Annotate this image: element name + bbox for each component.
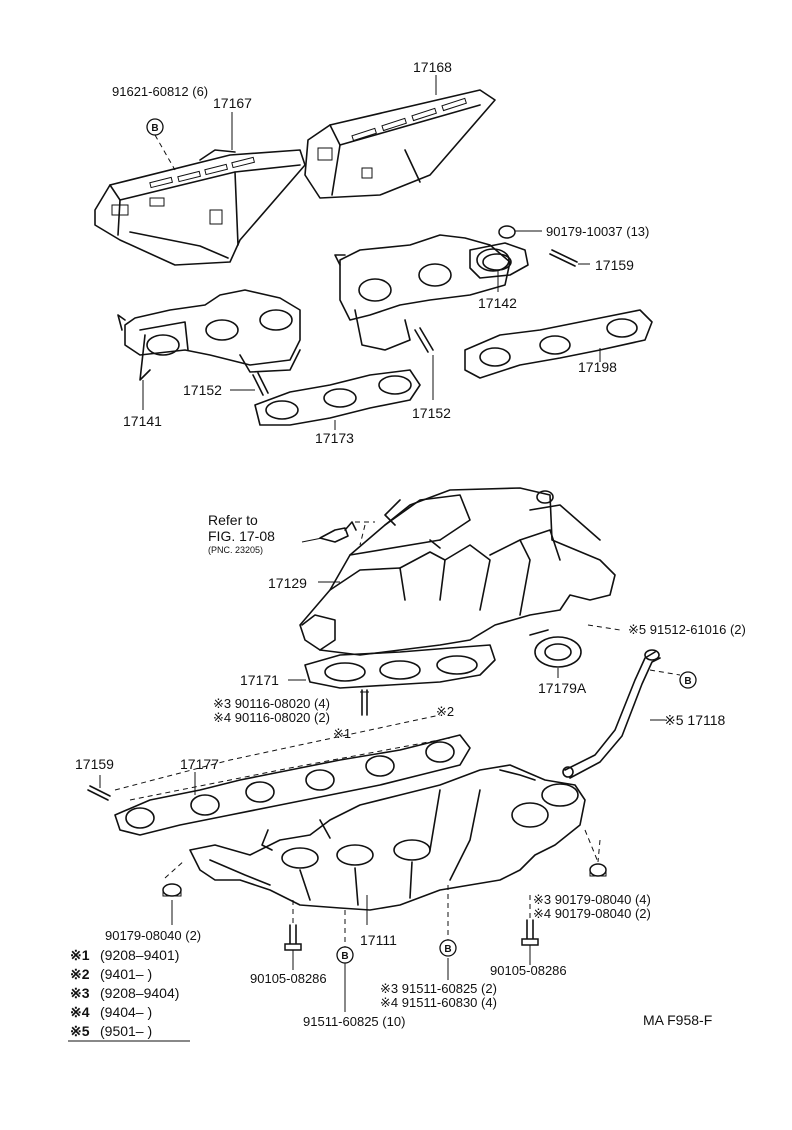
bolt-90105-08286-left [284, 924, 302, 951]
heat-insulator-17167 [94, 149, 306, 266]
exhaust-manifold-17142 [334, 234, 511, 351]
label-17118: ※5 17118 [664, 712, 726, 728]
legend-mark-4: ※4 [70, 1004, 90, 1020]
legend-row-5: ※5 (9501– ) [70, 1023, 152, 1039]
label-17179A: 17179A [538, 680, 587, 696]
stay-17118 [562, 649, 661, 779]
bolt-90116-08020 [360, 689, 369, 716]
marker-b-bottom-center: B [336, 946, 354, 964]
label-91512-61016: ※5 91512-61016 (2) [628, 622, 746, 637]
label-17177: 17177 [180, 756, 219, 772]
gasket-17171 [304, 644, 496, 689]
label-90179-08040-left: 90179-08040 (2) [105, 928, 201, 943]
gasket-17198 [464, 309, 653, 379]
legend-text-5: (9501– ) [100, 1023, 152, 1039]
label-90179-10037: 90179-10037 (13) [546, 224, 649, 239]
label-star-1: ※1 [333, 726, 351, 741]
stud-17159-bottom [87, 785, 111, 801]
legend-mark-3: ※3 [70, 985, 90, 1001]
marker-b-top: B [146, 118, 164, 136]
legend-mark-2: ※2 [70, 966, 90, 982]
nut-90179-08040-left [162, 883, 182, 897]
marker-b-top-letter: B [151, 123, 158, 134]
legend-row-2: ※2 (9401– ) [70, 966, 152, 982]
figure-code: MA F958-F [643, 1012, 712, 1028]
intake-air-chamber-17129 [299, 487, 616, 656]
legend-text-3: (9208–9404) [100, 985, 179, 1001]
label-90105-08286-left: 90105-08286 [250, 971, 327, 986]
legend-text-2: (9401– ) [100, 966, 152, 982]
label-90179-08040-b: ※4 90179-08040 (2) [533, 906, 651, 921]
gasket-17173 [254, 369, 421, 426]
legend-row-3: ※3 (9208–9404) [70, 985, 179, 1001]
label-91511-60830: ※4 91511-60830 (4) [380, 995, 497, 1010]
marker-b-bottom-center-letter: B [341, 951, 348, 962]
label-17142: 17142 [478, 295, 517, 311]
applicability-legend: ※1 (9208–9401) ※2 (9401– ) ※3 (9208–9404… [68, 947, 190, 1042]
legend-text-1: (9208–9401) [100, 947, 179, 963]
label-17152-b: 17152 [412, 405, 451, 421]
label-90116-08020-a: ※3 90116-08020 (4) [213, 696, 330, 711]
marker-b-right: B [679, 671, 697, 689]
gasket-17142 [469, 242, 529, 279]
gasket-17179A [529, 629, 582, 668]
label-star-2: ※2 [436, 704, 454, 719]
legend-mark-5: ※5 [70, 1023, 90, 1039]
intake-manifold-17111 [189, 764, 586, 911]
gasket-17177 [114, 734, 471, 836]
refer-line3: (PNC. 23205) [208, 545, 263, 555]
refer-line2: FIG. 17-08 [208, 528, 275, 544]
legend-row-4: ※4 (9404– ) [70, 1004, 152, 1020]
exhaust-manifold-17141 [117, 289, 301, 381]
marker-b-bottom-right-letter: B [444, 944, 451, 955]
refer-line1: Refer to [208, 512, 258, 528]
label-17141: 17141 [123, 413, 162, 429]
label-91511-60825-a: ※3 91511-60825 (2) [380, 981, 497, 996]
label-90105-08286-right: 90105-08286 [490, 963, 567, 978]
label-91511-60825-c: 91511-60825 (10) [303, 1014, 405, 1029]
legend-text-4: (9404– ) [100, 1004, 152, 1020]
label-17152-a: 17152 [183, 382, 222, 398]
stud-17159-top [549, 249, 578, 267]
sensor-fig-17-08 [319, 521, 357, 543]
label-17173: 17173 [315, 430, 354, 446]
legend-mark-1: ※1 [70, 947, 90, 963]
label-17167: 17167 [213, 95, 252, 111]
label-17159-bottom: 17159 [75, 756, 114, 772]
stud-17152-b [414, 327, 434, 353]
nut-90179-10037 [498, 225, 516, 239]
marker-b-right-letter: B [684, 676, 691, 687]
label-91621-60812: 91621-60812 (6) [112, 84, 208, 99]
heat-insulator-17168 [304, 89, 496, 199]
label-17111: 17111 [360, 932, 397, 948]
label-90179-08040-a: ※3 90179-08040 (4) [533, 892, 651, 907]
label-17159-top: 17159 [595, 257, 634, 273]
label-17168: 17168 [413, 59, 452, 75]
label-17198: 17198 [578, 359, 617, 375]
label-17129: 17129 [268, 575, 307, 591]
marker-b-bottom-right: B [439, 939, 457, 957]
label-90116-08020-b: ※4 90116-08020 (2) [213, 710, 330, 725]
bolt-90105-08286-right [521, 919, 539, 946]
label-17171: 17171 [240, 672, 279, 688]
legend-row-1: ※1 (9208–9401) [70, 947, 179, 963]
stud-17152-a [252, 372, 269, 396]
nut-90179-08040-right [589, 863, 607, 877]
